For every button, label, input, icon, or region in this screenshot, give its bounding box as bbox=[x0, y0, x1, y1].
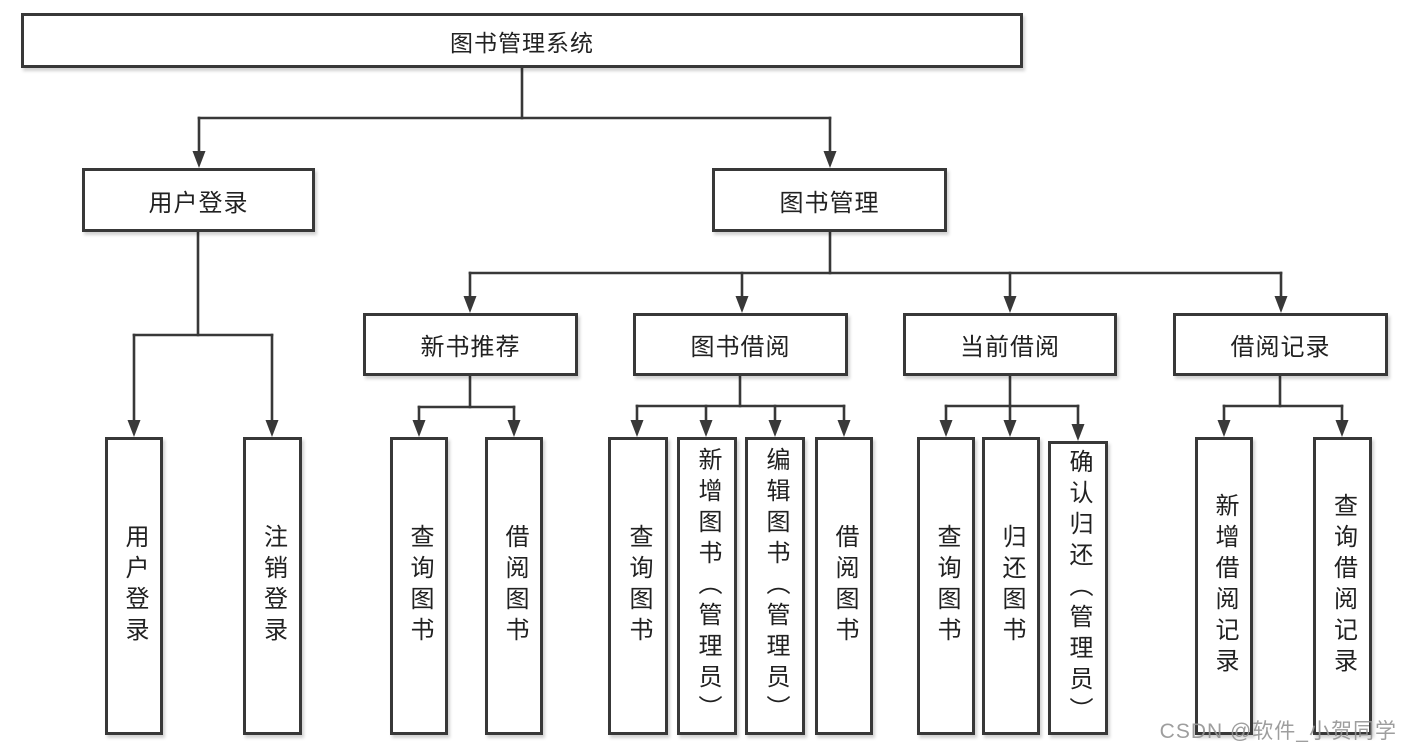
node-leaf-add-book-admin: 新增图书（管理员） bbox=[677, 437, 737, 735]
node-current-borrowing-label: 当前借阅 bbox=[960, 334, 1060, 361]
node-leaf-add-book-admin-label: 新增图书（管理员） bbox=[694, 446, 721, 726]
node-leaf-borrow-books-recommend: 借阅图书 bbox=[485, 437, 543, 735]
node-borrowing-records-label: 借阅记录 bbox=[1230, 334, 1331, 361]
node-book-borrowing: 图书借阅 bbox=[633, 313, 848, 376]
node-leaf-query-books-current: 查询图书 bbox=[917, 437, 975, 735]
node-leaf-confirm-return-admin: 确认归还（管理员） bbox=[1048, 441, 1108, 735]
node-leaf-edit-book-admin: 编辑图书（管理员） bbox=[745, 437, 805, 735]
node-book-management: 图书管理 bbox=[712, 168, 947, 232]
node-borrowing-records: 借阅记录 bbox=[1173, 313, 1388, 376]
node-leaf-user-login-label: 用户登录 bbox=[121, 524, 148, 648]
node-leaf-query-borrow-record: 查询借阅记录 bbox=[1313, 437, 1372, 735]
node-leaf-edit-book-admin-label: 编辑图书（管理员） bbox=[762, 446, 789, 726]
node-leaf-add-borrow-record: 新增借阅记录 bbox=[1195, 437, 1253, 735]
node-user-login-label: 用户登录 bbox=[148, 189, 249, 217]
node-leaf-query-books-borrow-label: 查询图书 bbox=[625, 524, 652, 648]
node-leaf-query-books-recommend: 查询图书 bbox=[390, 437, 448, 735]
node-leaf-borrow-books-recommend-label: 借阅图书 bbox=[501, 524, 528, 648]
node-leaf-query-books-current-label: 查询图书 bbox=[933, 524, 960, 648]
node-leaf-add-borrow-record-label: 新增借阅记录 bbox=[1211, 493, 1238, 679]
node-leaf-query-borrow-record-label: 查询借阅记录 bbox=[1329, 493, 1357, 679]
node-leaf-user-login: 用户登录 bbox=[105, 437, 163, 735]
node-leaf-borrow-books-label: 借阅图书 bbox=[831, 524, 858, 648]
node-new-book-recommendation-label: 新书推荐 bbox=[420, 334, 521, 361]
node-leaf-return-books: 归还图书 bbox=[982, 437, 1040, 735]
node-book-management-label: 图书管理 bbox=[779, 189, 880, 217]
node-leaf-logout-label: 注销登录 bbox=[259, 524, 287, 648]
node-leaf-borrow-books: 借阅图书 bbox=[815, 437, 873, 735]
watermark-csdn: CSDN @软件_小贺同学 bbox=[1159, 720, 1397, 743]
node-current-borrowing: 当前借阅 bbox=[903, 313, 1117, 376]
node-leaf-logout: 注销登录 bbox=[243, 437, 302, 735]
node-library-management-system: 图书管理系统 bbox=[21, 13, 1023, 68]
node-user-login: 用户登录 bbox=[82, 168, 315, 232]
node-leaf-query-books-recommend-label: 查询图书 bbox=[406, 524, 433, 648]
node-new-book-recommendation: 新书推荐 bbox=[363, 313, 578, 376]
node-leaf-confirm-return-admin-label: 确认归还（管理员） bbox=[1065, 448, 1092, 728]
node-library-management-system-label: 图书管理系统 bbox=[450, 29, 594, 56]
node-leaf-query-books-borrow: 查询图书 bbox=[608, 437, 668, 735]
node-book-borrowing-label: 图书借阅 bbox=[690, 334, 791, 361]
node-leaf-return-books-label: 归还图书 bbox=[998, 524, 1025, 648]
